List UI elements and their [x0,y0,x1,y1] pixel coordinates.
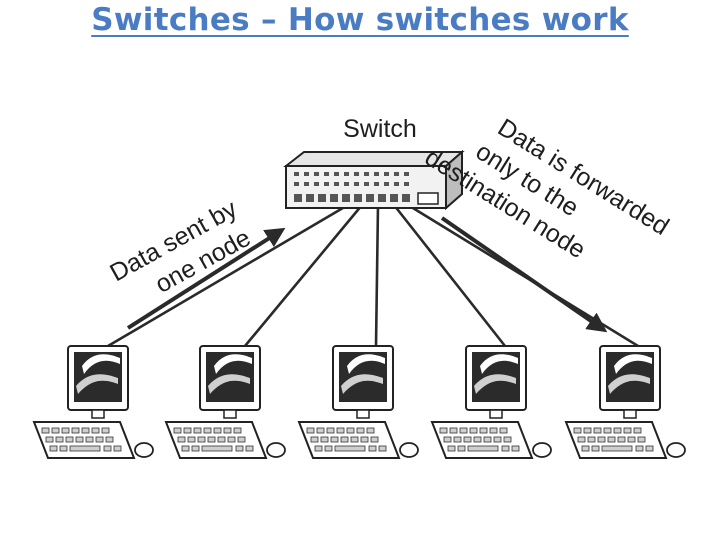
slide-title: Switches – How switches work [91,2,629,38]
switch-ports [294,172,410,202]
computer-2 [165,345,286,459]
switch-label: Switch [343,115,417,143]
computer-5 [565,345,686,459]
computer-4 [431,345,552,459]
switch-device [283,149,465,211]
arrow-to-switch [126,227,286,330]
data-flow-arrows [126,216,608,333]
arrow-to-destination [440,216,608,333]
computer-1 [33,345,154,459]
computer-3 [298,345,419,459]
